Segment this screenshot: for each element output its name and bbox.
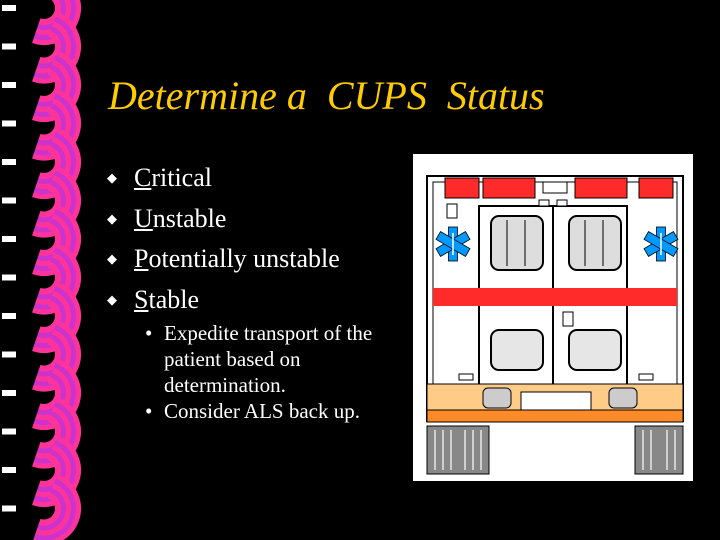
dot-bullet-icon: •	[145, 399, 153, 423]
diamond-bullet-icon: ◆	[107, 251, 117, 266]
bullet-item-stable: ◆Stable	[107, 280, 340, 321]
bullet-item-critical: ◆Critical	[107, 158, 340, 199]
slide-title: Determine a CUPS Status	[108, 73, 545, 118]
sub-bullet-item: •Consider ALS back up.	[145, 399, 360, 423]
spiral-binding-decoration	[2, 0, 81, 540]
spiral-coil	[2, 435, 81, 507]
sub-bullet-list: •Expedite transport of the patient based…	[145, 320, 395, 424]
diamond-bullet-icon: ◆	[107, 170, 117, 185]
spiral-coil	[2, 12, 81, 84]
bullet-list: ◆Critical ◆Unstable ◆Potentially unstabl…	[107, 158, 340, 320]
diamond-bullet-icon: ◆	[107, 291, 117, 307]
spiral-coil	[2, 89, 81, 161]
spiral-coil	[2, 474, 81, 540]
sub-bullet-item: •Expedite transport of the patient based…	[145, 321, 373, 397]
bullet-item-unstable: ◆Unstable	[107, 199, 340, 240]
spiral-coil	[2, 320, 81, 392]
diamond-bullet-icon: ◆	[107, 210, 117, 226]
ambulance-rear-image	[413, 154, 693, 481]
dot-bullet-icon: •	[145, 321, 153, 345]
bullet-item-potentially-unstable: ◆Potentially unstable	[107, 239, 340, 280]
